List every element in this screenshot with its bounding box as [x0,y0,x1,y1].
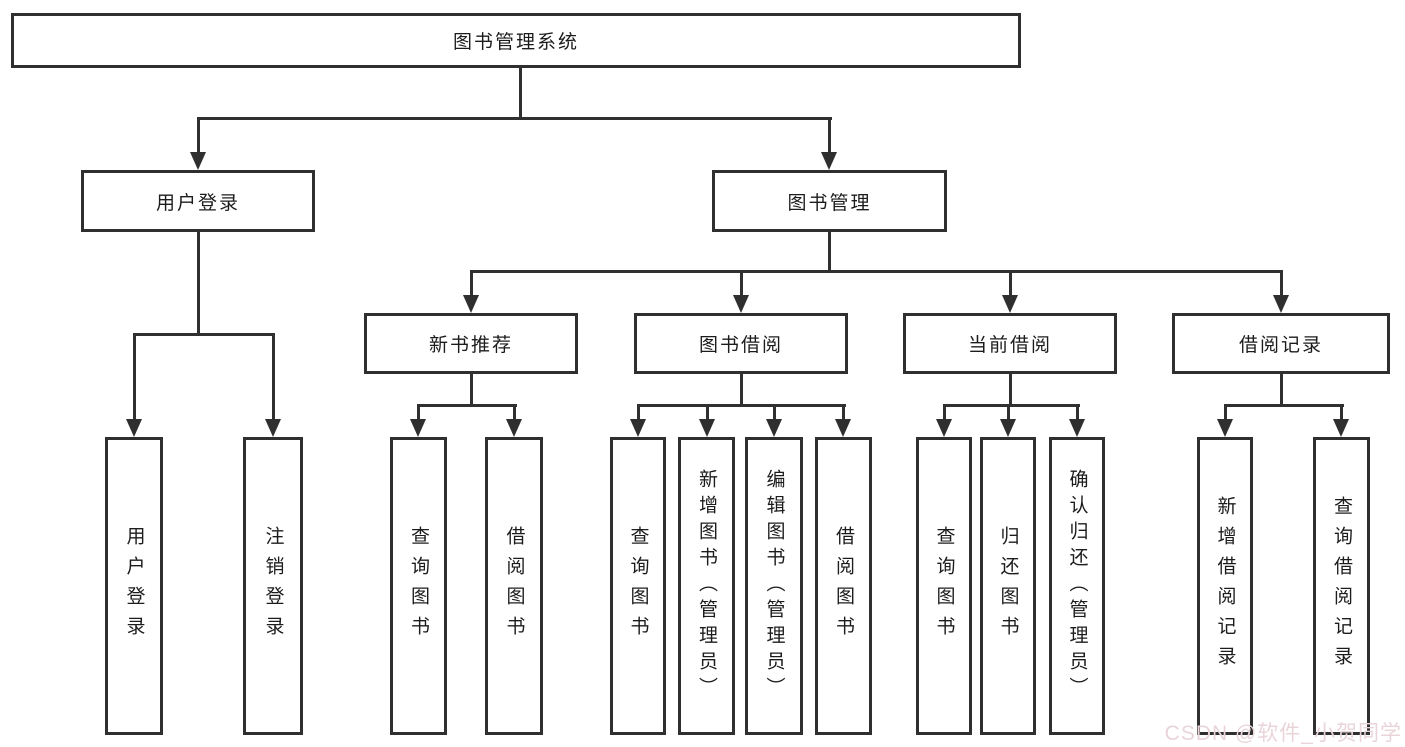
connector-vline [740,270,743,298]
leaf-edit-book-admin: 编辑图书（管理员） [745,437,803,735]
leaf-query-books-current: 查询图书 [916,437,972,735]
connector-vline [470,374,473,407]
connector-vline [943,404,946,422]
connector-vline [1076,404,1079,422]
connector-hline [470,270,1283,273]
arrow-down-icon [1000,419,1016,437]
watermark: CSDN @软件_小贺同学 [1164,722,1402,745]
connector-vline [519,67,522,119]
connector-hline [133,333,275,336]
arrow-down-icon [821,152,837,170]
arrow-down-icon [936,419,952,437]
leaf-add-book-admin-label: 新增图书（管理员） [696,469,717,703]
leaf-query-borrow-record: 查询借阅记录 [1313,437,1370,735]
leaf-confirm-return-admin: 确认归还（管理员） [1049,437,1105,735]
leaf-query-books-recommend: 查询图书 [390,437,447,735]
arrow-down-icon [506,419,522,437]
arrow-down-icon [1217,419,1233,437]
leaf-edit-book-admin-label: 编辑图书（管理员） [763,469,785,703]
leaf-add-book-admin: 新增图书（管理员） [678,437,735,735]
arrow-down-icon [463,295,479,313]
leaf-confirm-return-admin-label: 确认归还（管理员） [1066,469,1088,703]
connector-hline [197,117,832,120]
node-borrow-records-label: 借阅记录 [1238,335,1323,356]
node-book-management-label: 图书管理 [787,192,872,214]
leaf-user-login-label: 用户登录 [123,526,145,646]
connector-vline [1280,374,1283,407]
arrow-down-icon [126,419,142,437]
leaf-query-books-borrow: 查询图书 [610,437,666,735]
connector-vline [773,404,776,422]
connector-vline [197,232,200,335]
node-book-borrow-label: 图书借阅 [698,335,783,356]
leaf-borrow-books-borrow: 借阅图书 [815,437,872,735]
connector-hline [1224,404,1344,407]
arrow-down-icon [630,419,646,437]
connector-vline [417,404,420,422]
node-borrow-records: 借阅记录 [1172,313,1390,374]
node-book-management: 图书管理 [712,170,947,232]
connector-vline [842,404,845,422]
leaf-logout: 注销登录 [243,437,303,735]
node-user-login: 用户登录 [81,170,315,232]
arrow-down-icon [1273,295,1289,313]
connector-vline [1009,374,1012,407]
node-new-book-recommend: 新书推荐 [364,313,578,374]
leaf-query-borrow-record-label: 查询借阅记录 [1331,496,1352,676]
leaf-query-books-borrow-label: 查询图书 [627,526,649,646]
node-user-login-label: 用户登录 [155,192,240,214]
connector-vline [133,333,136,422]
leaf-user-login: 用户登录 [105,437,163,735]
connector-hline [637,404,846,407]
connector-vline [272,333,275,422]
connector-vline [513,404,516,422]
arrow-down-icon [766,419,782,437]
connector-vline [470,270,473,298]
arrow-down-icon [410,419,426,437]
connector-vline [1280,270,1283,298]
connector-vline [706,404,709,422]
connector-hline [943,404,1080,407]
leaf-return-book: 归还图书 [980,437,1036,735]
leaf-add-borrow-record-label: 新增借阅记录 [1214,496,1236,676]
node-current-borrow-label: 当前借阅 [967,335,1052,356]
connector-vline [828,117,831,155]
connector-vline [1340,404,1343,422]
connector-hline [417,404,517,407]
arrow-down-icon [699,419,715,437]
leaf-query-books-current-label: 查询图书 [933,526,955,646]
arrow-down-icon [190,152,206,170]
connector-vline [637,404,640,422]
connector-vline [197,117,200,155]
leaf-query-books-recommend-label: 查询图书 [408,526,429,646]
arrow-down-icon [1333,419,1349,437]
arrow-down-icon [835,419,851,437]
node-current-borrow: 当前借阅 [903,313,1117,374]
connector-vline [740,374,743,407]
connector-vline [1007,404,1010,422]
node-new-book-recommend-label: 新书推荐 [428,335,513,356]
leaf-add-borrow-record: 新增借阅记录 [1197,437,1253,735]
leaf-borrow-books-recommend: 借阅图书 [485,437,543,735]
arrow-down-icon [733,295,749,313]
leaf-borrow-books-borrow-label: 借阅图书 [833,526,854,646]
connector-vline [828,232,831,273]
leaf-logout-label: 注销登录 [262,526,284,646]
node-root: 图书管理系统 [11,13,1021,68]
node-book-borrow: 图书借阅 [634,313,848,374]
connector-vline [1009,270,1012,298]
leaf-return-book-label: 归还图书 [997,526,1019,646]
arrow-down-icon [265,419,281,437]
connector-vline [1224,404,1227,422]
arrow-down-icon [1002,295,1018,313]
node-root-label: 图书管理系统 [452,32,579,53]
leaf-borrow-books-recommend-label: 借阅图书 [503,526,525,646]
arrow-down-icon [1069,419,1085,437]
